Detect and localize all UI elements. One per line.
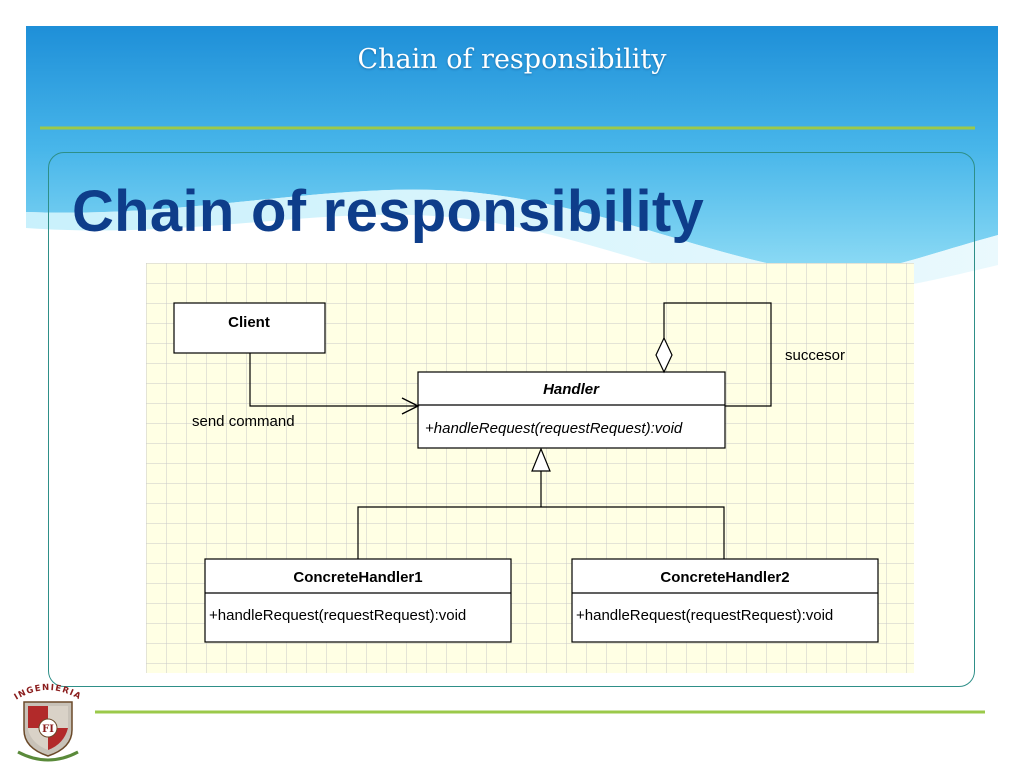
successor-label: succesor bbox=[785, 347, 845, 364]
handler-method: +handleRequest(requestRequest):void bbox=[425, 420, 683, 437]
slide-heading: Chain of responsibility bbox=[72, 179, 705, 244]
client-class-name: Client bbox=[228, 314, 270, 331]
content-frame bbox=[48, 152, 975, 687]
footer-divider bbox=[95, 710, 985, 714]
successor-aggregation bbox=[655, 302, 772, 407]
aggregation-diamond-icon bbox=[655, 336, 673, 374]
concrete-handler1-name: ConcreteHandler1 bbox=[293, 569, 422, 586]
client-class[interactable]: Client bbox=[173, 302, 326, 354]
handler-class-name: Handler bbox=[543, 381, 600, 398]
open-arrow-head bbox=[401, 397, 420, 415]
send-command-association bbox=[249, 353, 420, 415]
generalization-arrow-icon bbox=[531, 447, 551, 472]
inheritance-connector bbox=[357, 447, 725, 559]
concrete-handler1-class[interactable]: ConcreteHandler1 +handleRequest(requestR… bbox=[204, 558, 512, 643]
send-command-label: send command bbox=[192, 413, 295, 430]
uml-class-diagram: Client Handler +handleRequest(requestReq… bbox=[146, 263, 914, 673]
faculty-logo: INGENIERIA FI bbox=[13, 683, 84, 762]
concrete-handler2-method: +handleRequest(requestRequest):void bbox=[576, 607, 833, 624]
svg-text:INGENIERIA: INGENIERIA bbox=[13, 683, 84, 703]
banner-shape bbox=[26, 26, 998, 274]
logo-initials: FI bbox=[42, 724, 54, 735]
handler-class[interactable]: Handler +handleRequest(requestRequest):v… bbox=[417, 371, 726, 449]
concrete-handler2-class[interactable]: ConcreteHandler2 +handleRequest(requestR… bbox=[571, 558, 879, 643]
concrete-handler2-name: ConcreteHandler2 bbox=[660, 569, 789, 586]
header-title: Chain of responsibility bbox=[357, 44, 667, 75]
concrete-handler1-method: +handleRequest(requestRequest):void bbox=[209, 607, 466, 624]
logo-text: INGENIERIA bbox=[13, 683, 82, 703]
